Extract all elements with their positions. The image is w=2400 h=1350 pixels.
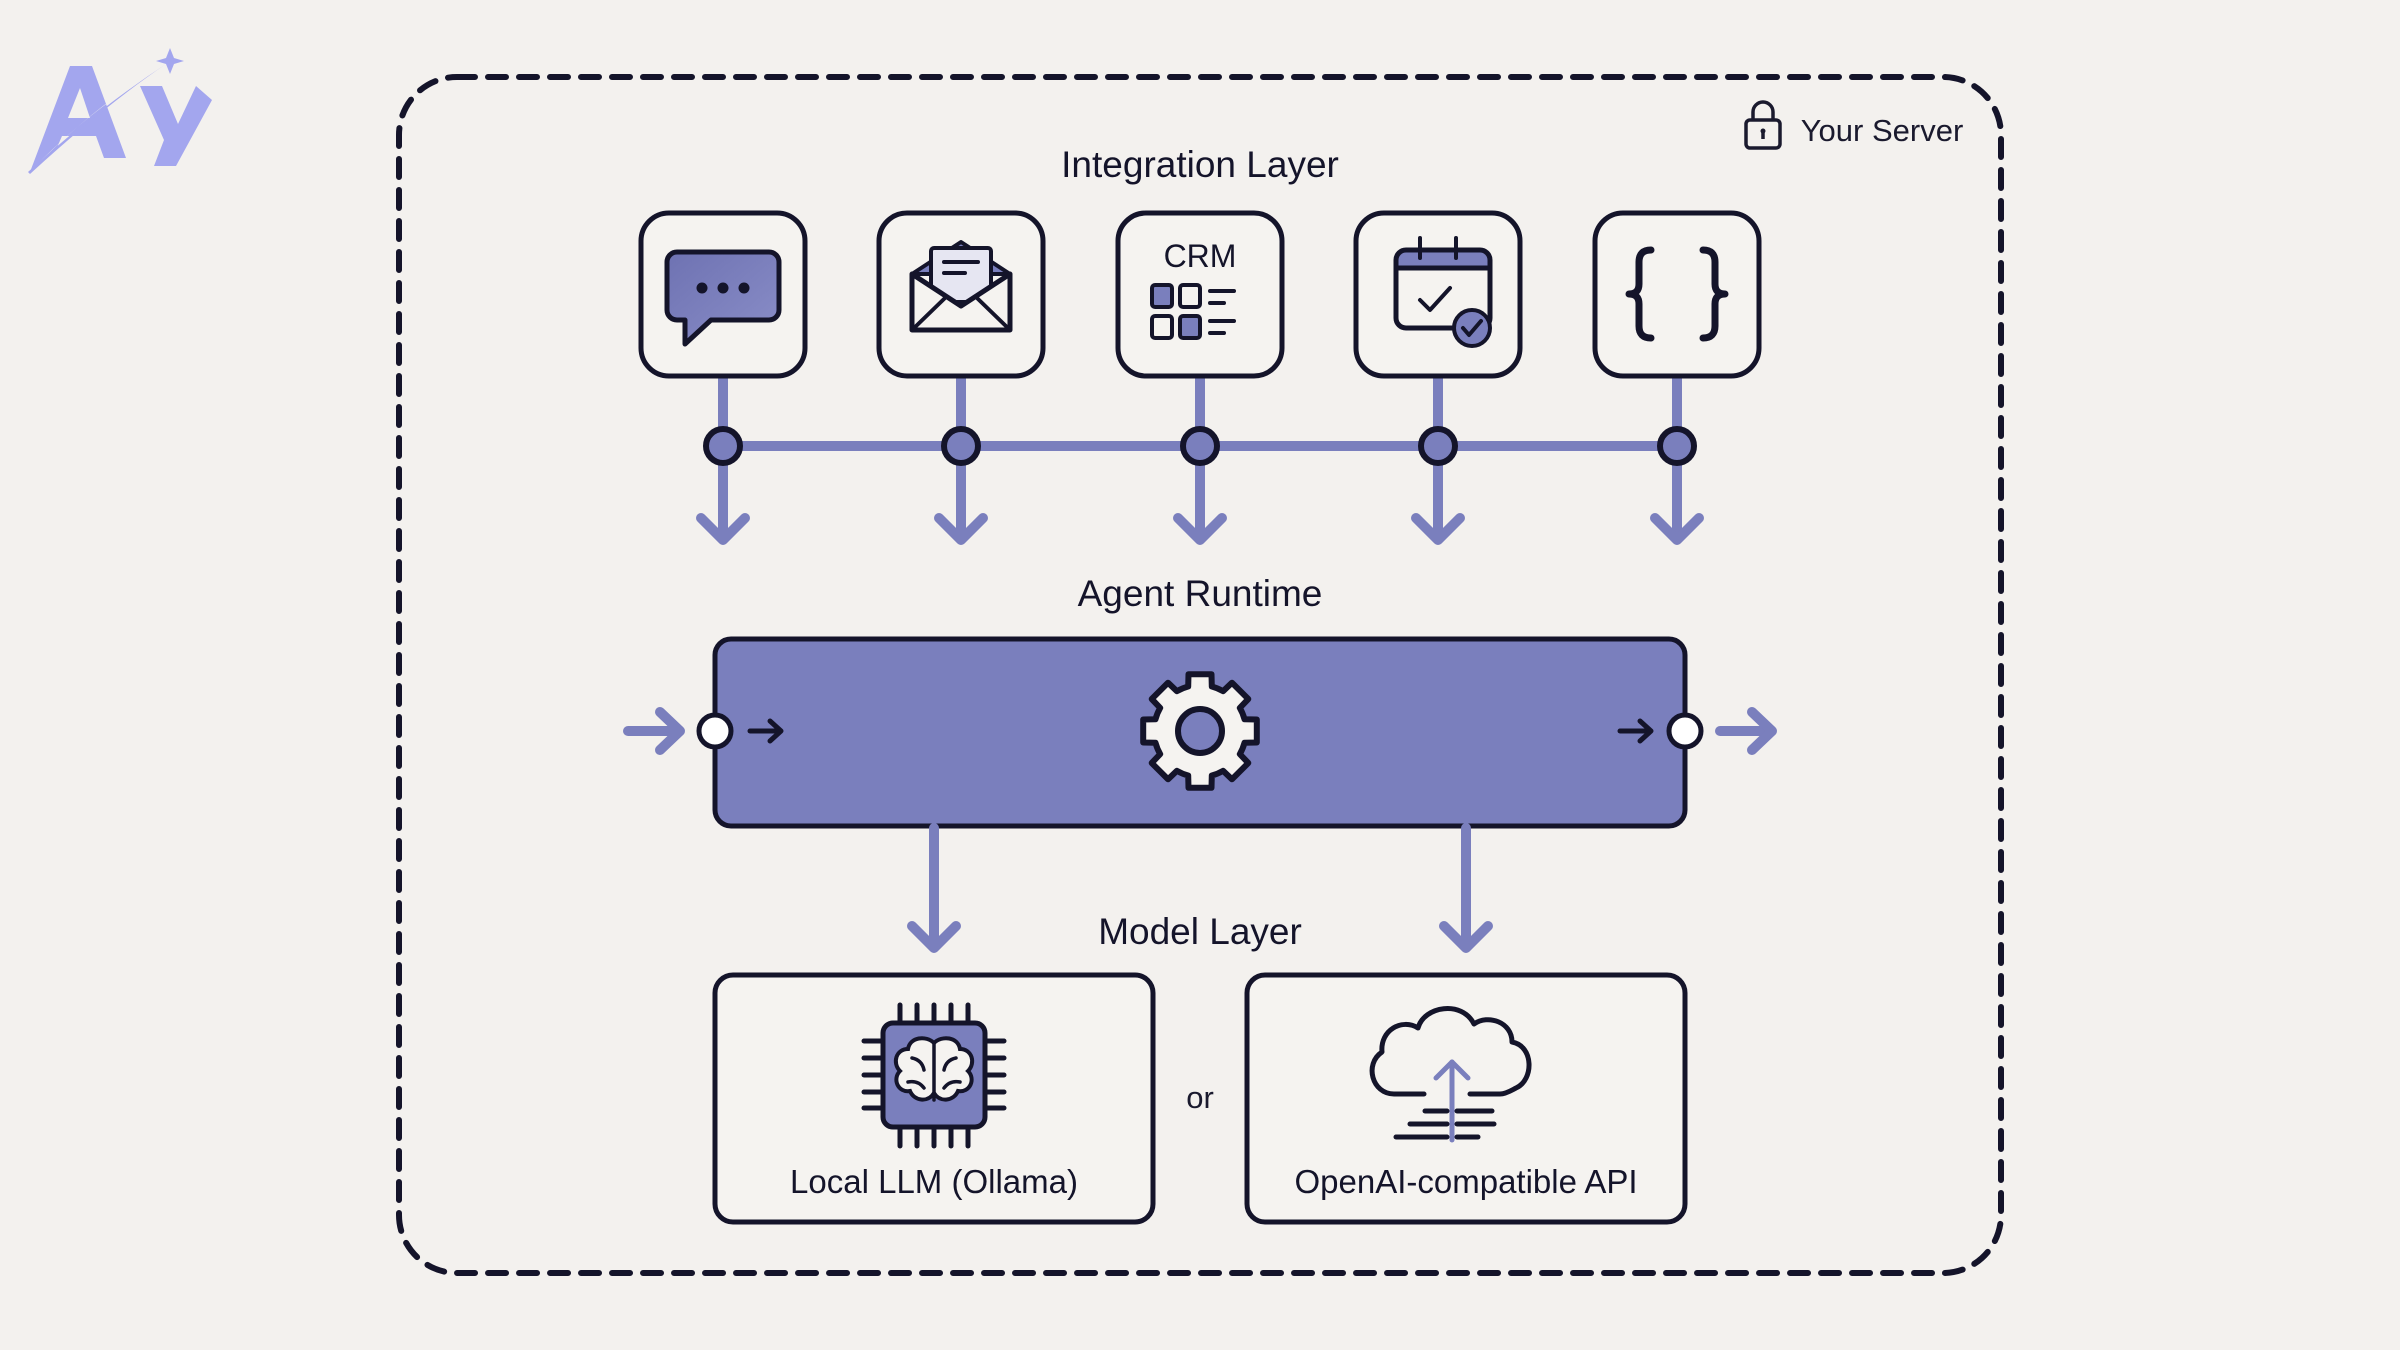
bus-node <box>941 426 981 466</box>
ay-star-logo <box>28 48 212 174</box>
connector-calendar <box>1411 371 1465 545</box>
runtime-inner-input-arrow <box>747 718 784 744</box>
runtime-output-arrow <box>1715 707 1777 755</box>
runtime-inner-output-arrow <box>1617 718 1654 744</box>
lock-icon <box>1744 100 1782 150</box>
connector-chat <box>696 371 750 545</box>
input-port <box>696 712 734 750</box>
model-separator-or: or <box>1186 1080 1214 1115</box>
bus-node <box>1180 426 1220 466</box>
connector-api <box>1650 371 1704 545</box>
model-layer-title: Model Layer <box>1098 911 1302 952</box>
server-boundary <box>396 74 2004 1276</box>
bus-node <box>1418 426 1458 466</box>
curly-braces-icon <box>1625 246 1729 342</box>
model-option-api-label: OpenAI-compatible API <box>1294 1163 1638 1200</box>
agent-runtime-title: Agent Runtime <box>1077 573 1323 614</box>
gear-icon <box>1140 671 1260 791</box>
email-envelope-icon <box>909 240 1013 333</box>
integration-layer-title: Integration Layer <box>1061 144 1339 185</box>
model-option-local-label: Local LLM (Ollama) <box>790 1163 1078 1200</box>
runtime-input-arrow <box>623 707 685 755</box>
runtime-to-api-arrow <box>1439 823 1493 953</box>
brain-chip-icon <box>861 1002 1007 1149</box>
calendar-check-icon <box>1393 236 1493 348</box>
output-port <box>1666 712 1704 750</box>
model-option-api <box>1244 972 1688 1225</box>
cloud-upload-icon <box>1369 1006 1532 1143</box>
integration-card-email <box>876 210 1046 379</box>
integration-card-calendar <box>1353 210 1523 379</box>
server-boundary-label: Your Server <box>1800 113 1964 148</box>
integration-card-api <box>1592 210 1762 379</box>
integration-card-chat <box>638 210 808 379</box>
connector-email <box>934 371 988 545</box>
crm-grid-icon <box>1150 283 1236 340</box>
bus-node <box>1657 426 1697 466</box>
integration-card-crm <box>1115 210 1285 379</box>
bus-node <box>703 426 743 466</box>
connector-crm <box>1173 371 1227 545</box>
runtime-to-local-arrow <box>907 823 961 953</box>
crm-label: CRM <box>1163 238 1237 274</box>
chat-bubble-icon <box>664 249 782 347</box>
